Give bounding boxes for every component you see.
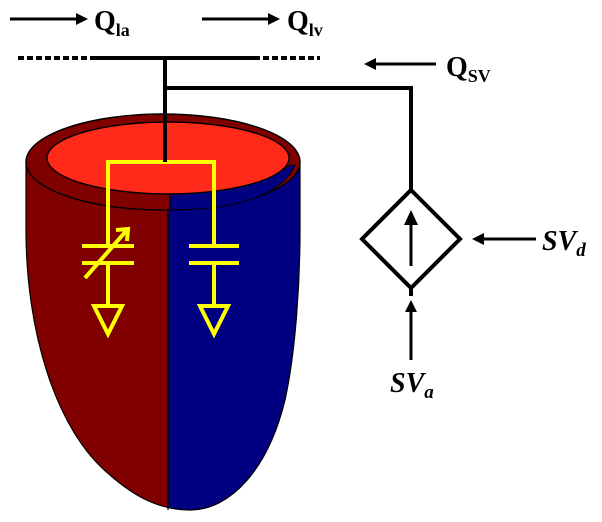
capacitor-circuit — [82, 160, 239, 339]
source-wire — [165, 86, 413, 190]
ground-icon — [196, 304, 232, 339]
ground-icon — [90, 304, 126, 339]
label-sv-a: SVa — [390, 368, 434, 403]
cavity — [46, 121, 290, 195]
flow-arrows — [10, 13, 536, 360]
capacitor-icon — [189, 244, 239, 306]
ventricle — [25, 113, 301, 511]
dependent-current-source-icon — [359, 187, 463, 291]
arrow-left-icon — [364, 58, 436, 70]
arrow-left-icon — [472, 233, 536, 245]
label-q-lv: Qlv — [287, 6, 323, 40]
label-sv-d: SVd — [542, 226, 586, 261]
wiring — [18, 56, 413, 296]
arrow-up-icon — [405, 300, 417, 360]
arrow-right-icon — [202, 13, 280, 25]
circuit-branch-wire — [106, 160, 216, 246]
label-q-sv: QSV — [446, 52, 491, 86]
arrow-right-icon — [10, 13, 88, 25]
variable-capacitor-icon — [82, 226, 134, 306]
wall-outline — [25, 162, 301, 511]
label-q-la: Qla — [94, 6, 130, 40]
